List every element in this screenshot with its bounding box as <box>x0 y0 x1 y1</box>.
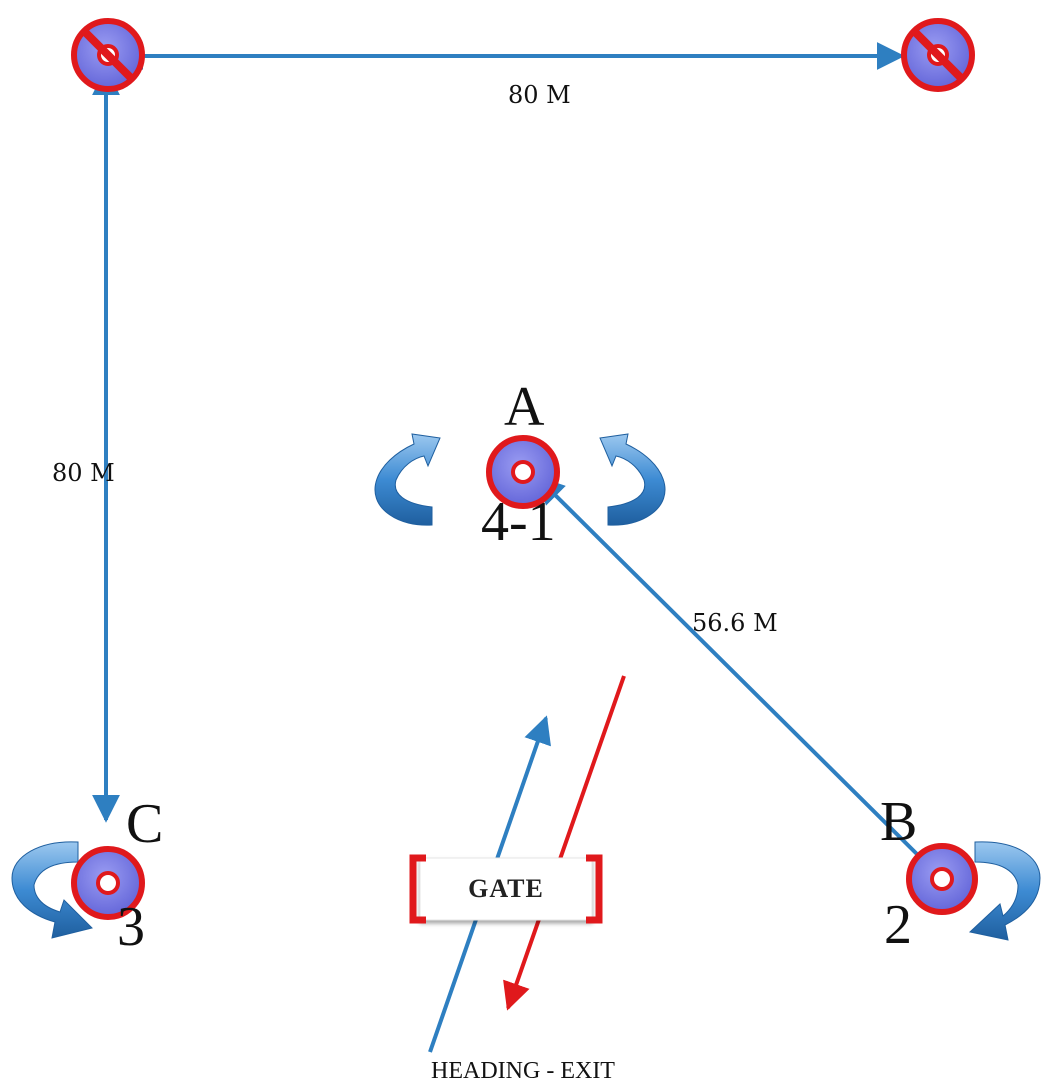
pylon-b-number: 2 <box>884 894 912 956</box>
pylon-c-number: 3 <box>117 896 145 958</box>
pylon-c: C 3 <box>11 793 163 958</box>
pylon-a-letter: A <box>504 376 545 438</box>
pylon-icon <box>486 435 560 509</box>
gate: GATE <box>409 854 603 924</box>
heading-exit-label: HEADING - EXIT <box>431 1058 615 1084</box>
pylon-c-letter: C <box>126 793 163 855</box>
exit-arrow <box>503 675 626 1011</box>
turn-arrow-icon <box>968 841 1041 941</box>
turn-arrow-icon <box>11 841 93 939</box>
no-entry-pylon-icon <box>71 18 145 92</box>
top-distance-label: 80 M <box>508 81 571 109</box>
no-entry-pylon-icon <box>901 18 975 92</box>
diagonal-distance-line <box>536 476 940 877</box>
diagonal-distance-label: 56.6 M <box>692 609 778 637</box>
gate-right-bracket <box>586 854 603 924</box>
pylon-icon <box>906 843 978 915</box>
gate-label: GATE <box>468 874 544 903</box>
pylon-b-letter: B <box>880 791 917 853</box>
turn-arrow-icon <box>374 433 441 526</box>
turn-arrow-icon <box>599 433 666 526</box>
pylon-icon <box>71 846 145 920</box>
pylon-a-number: 4-1 <box>481 491 556 553</box>
gate-left-bracket <box>409 854 426 924</box>
pylon-b: B 2 <box>880 791 1041 956</box>
pylon-a: A 4-1 <box>374 376 666 553</box>
left-distance-label: 80 M <box>52 459 115 487</box>
